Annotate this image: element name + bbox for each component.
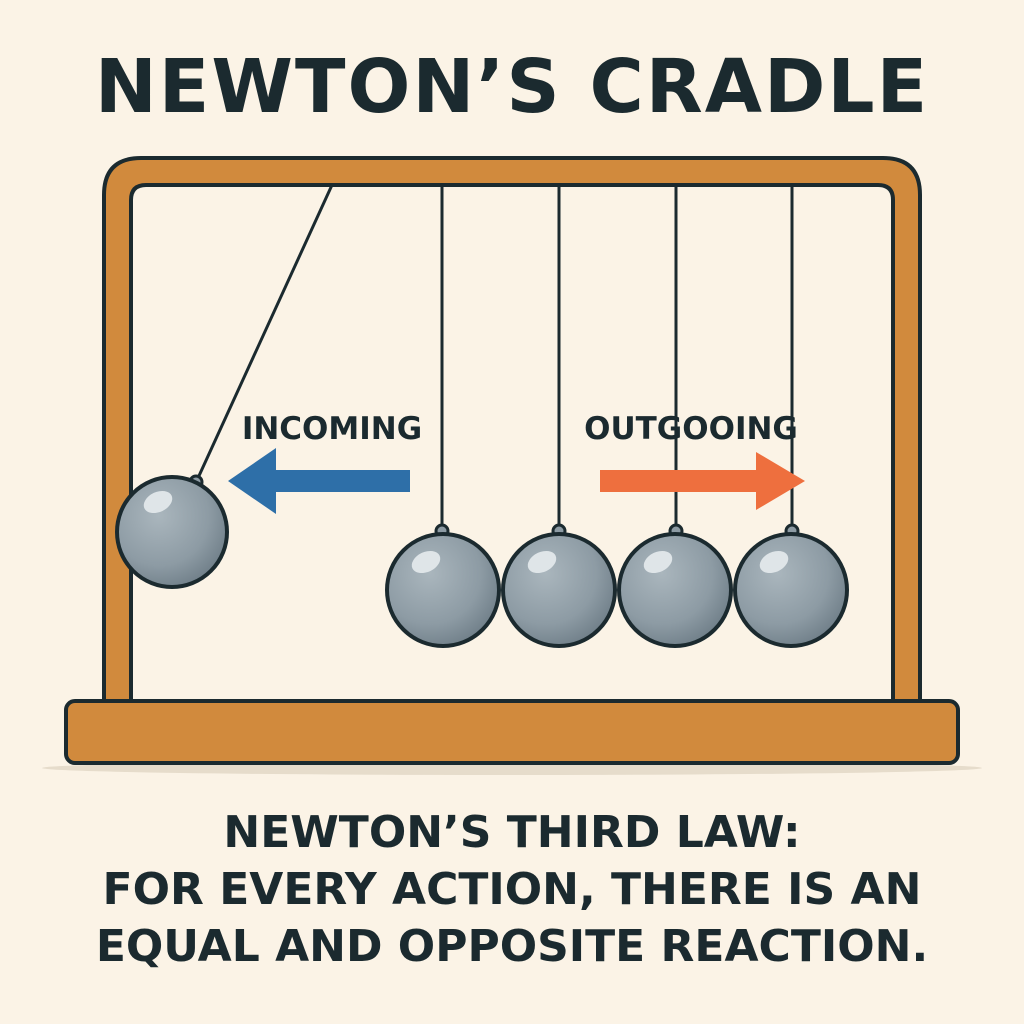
caption-line-2: FOR EVERY ACTION, THERE IS AN xyxy=(102,864,922,915)
incoming-label: INCOMING xyxy=(242,411,422,447)
resting-ball-4 xyxy=(733,523,849,648)
right-arrow-icon xyxy=(600,452,805,510)
cradle-base xyxy=(64,699,960,765)
caption-line-3: EQUAL AND OPPOSITE REACTION. xyxy=(95,921,929,972)
caption-line-1: NEWTON’S THIRD LAW: xyxy=(223,807,801,858)
left-arrow-icon xyxy=(228,448,410,514)
resting-ball-3 xyxy=(617,523,733,648)
third-law-caption: NEWTON’S THIRD LAW: FOR EVERY ACTION, TH… xyxy=(0,804,1024,975)
string-swinging-ball xyxy=(196,184,334,479)
resting-ball-1 xyxy=(385,523,501,648)
page-title: NEWTON’S CRADLE xyxy=(94,44,930,130)
swinging-ball xyxy=(115,474,229,589)
outgoing-label: OUTGOOING xyxy=(584,411,798,447)
resting-ball-2 xyxy=(501,523,617,648)
